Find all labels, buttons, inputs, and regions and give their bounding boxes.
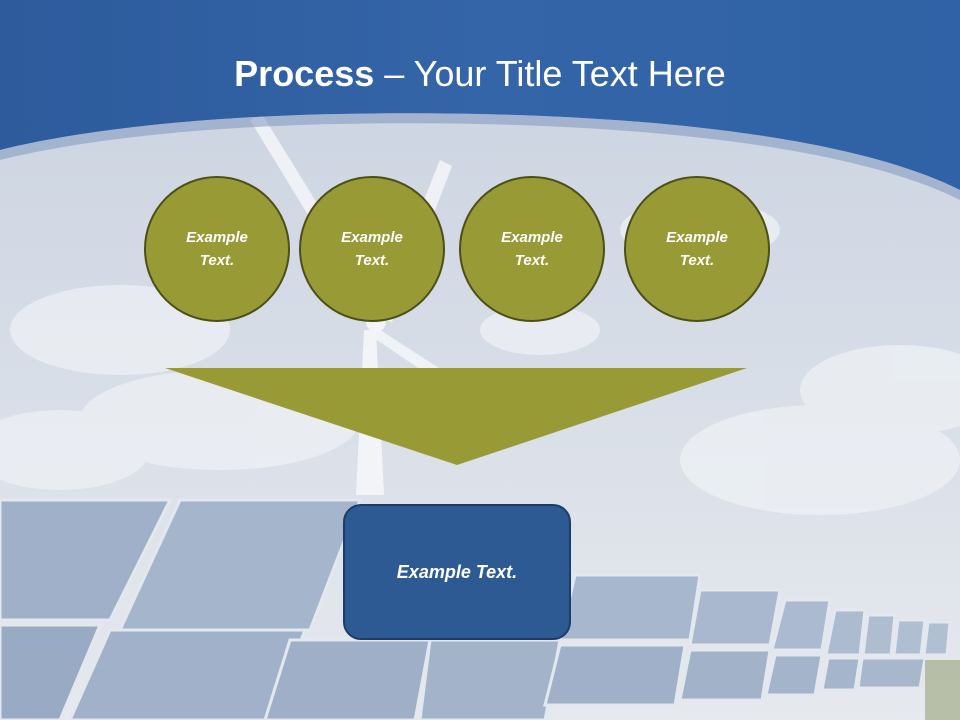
circle-label: Example Text.: [501, 229, 563, 269]
header-accent-arc: [0, 113, 960, 200]
title-rest: – Your Title Text Here: [374, 53, 726, 94]
circle-label: Example Text.: [186, 229, 248, 269]
process-circle-1: Example Text.: [144, 176, 290, 322]
slide-title: Process – Your Title Text Here: [0, 52, 960, 96]
result-box-label: Example Text.: [396, 561, 518, 582]
down-arrow: [165, 368, 747, 465]
process-circle-3: Example Text.: [459, 176, 605, 322]
process-circle-4: Example Text.: [624, 176, 770, 322]
circle-label: Example Text.: [666, 229, 728, 269]
process-circle-2: Example Text.: [299, 176, 445, 322]
circle-label: Example Text.: [341, 229, 403, 269]
result-box: Example Text.: [343, 504, 571, 640]
solar-panels: [0, 498, 952, 720]
title-bold: Process: [234, 53, 375, 94]
header-band: [0, 0, 960, 190]
